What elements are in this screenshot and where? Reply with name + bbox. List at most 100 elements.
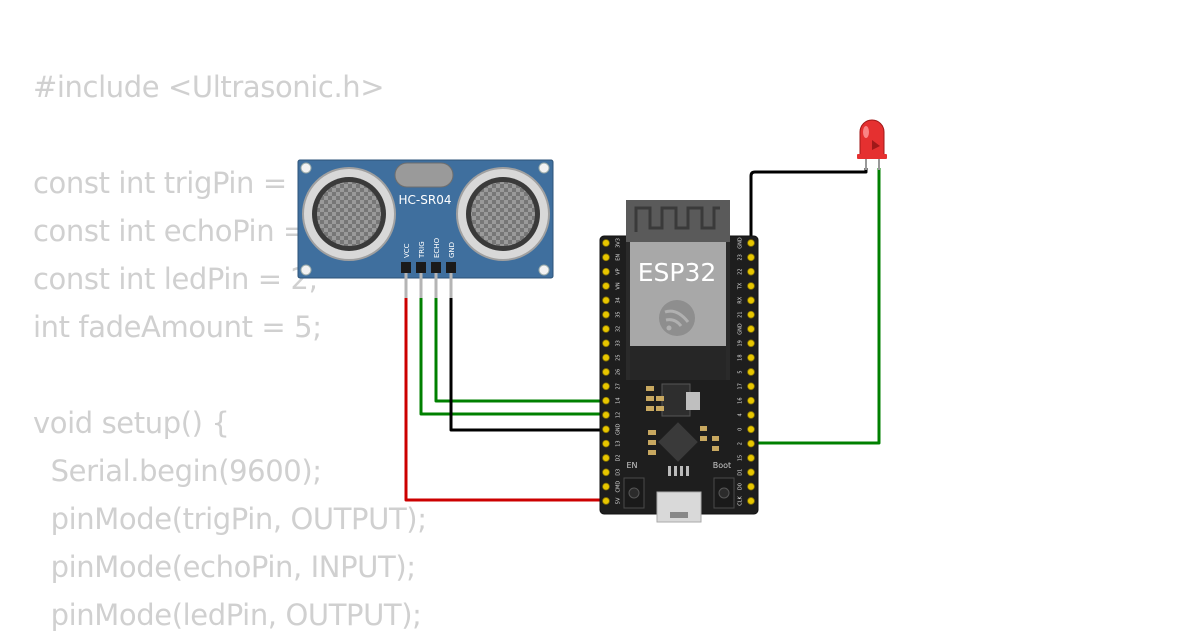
mount-hole-icon <box>538 162 550 174</box>
board-pin[interactable] <box>602 325 610 333</box>
en-button[interactable] <box>623 477 645 509</box>
code-line: Serial.begin(9600); <box>33 454 322 488</box>
echo-wire[interactable] <box>434 298 606 403</box>
board-pin[interactable] <box>602 296 610 305</box>
board-pin[interactable] <box>747 439 755 448</box>
board-pin-label: 18 <box>738 354 744 360</box>
board-pin-label: 34 <box>616 297 622 303</box>
regulator-chip <box>661 383 691 417</box>
board-pin-label: 33 <box>616 340 622 346</box>
code-line: int fadeAmount = 5; <box>33 310 322 344</box>
code-line: void setup() { <box>33 406 230 440</box>
led-cathode-wire[interactable] <box>749 168 868 243</box>
board-pin-label: D1 <box>738 469 744 476</box>
board-pin[interactable] <box>602 368 610 376</box>
red-led[interactable] <box>857 119 887 170</box>
board-pin[interactable] <box>747 239 755 247</box>
board-pin-label: 35 <box>616 311 622 317</box>
code-line: pinMode(ledPin, OUTPUT); <box>33 598 422 632</box>
board-pin[interactable] <box>747 454 755 462</box>
board-pin[interactable] <box>747 368 755 376</box>
board-pin-label: TX <box>738 282 744 290</box>
board-pin[interactable] <box>602 411 610 419</box>
board-pin[interactable] <box>602 382 610 391</box>
board-pin[interactable] <box>602 339 610 348</box>
board-pin[interactable] <box>747 482 755 491</box>
board-pin[interactable] <box>602 253 610 262</box>
board-pin[interactable] <box>747 411 755 419</box>
header-pin[interactable] <box>404 273 408 298</box>
mount-hole-icon <box>300 264 312 276</box>
board-pin[interactable] <box>602 310 610 319</box>
crystal-icon <box>394 162 454 188</box>
board-pin[interactable] <box>747 282 755 290</box>
board-pin[interactable] <box>602 396 610 405</box>
board-pins: 3V3ENVPVN343532332526271412GND13D2D3CMD5… <box>602 237 755 506</box>
header-socket <box>446 262 456 273</box>
board-pin[interactable] <box>747 382 755 391</box>
led-anode-wire[interactable] <box>751 168 881 445</box>
gnd-wire[interactable] <box>449 298 606 432</box>
board-pin[interactable] <box>602 267 610 276</box>
board-pin[interactable] <box>602 454 610 462</box>
board-pin[interactable] <box>747 425 755 434</box>
en-button-label: EN <box>626 461 637 470</box>
board-pin-label: 4 <box>738 413 744 416</box>
esp32-board[interactable]: ESP32 EN Boot <box>599 200 759 523</box>
board-pin[interactable] <box>602 468 610 477</box>
board-pin-label: 16 <box>738 397 744 403</box>
vcc-wire[interactable] <box>404 298 606 502</box>
board-pin[interactable] <box>602 282 610 290</box>
board-pin-label: GND <box>738 237 744 249</box>
sensor-headers <box>401 262 456 298</box>
trig-wire[interactable] <box>419 298 606 416</box>
transducer-icon <box>456 167 550 261</box>
wires <box>404 168 881 502</box>
board-pin[interactable] <box>747 396 755 405</box>
board-pin[interactable] <box>747 497 755 505</box>
board-pin[interactable] <box>747 353 755 362</box>
board-pin[interactable] <box>747 339 755 348</box>
board-pin-label: 21 <box>738 311 744 317</box>
board-pin-label: 5V <box>616 497 622 504</box>
board-pin-label: D2 <box>616 454 622 461</box>
regulator-tab <box>686 392 700 410</box>
board-pin-label: VN <box>616 282 622 289</box>
board-pin[interactable] <box>602 482 610 491</box>
boot-button-label: Boot <box>713 461 731 470</box>
board-pin-label: 23 <box>738 254 744 260</box>
board-pin[interactable] <box>747 296 755 305</box>
board-pin-label: 12 <box>616 412 622 418</box>
transducer-icon <box>302 167 396 261</box>
board-pin-label: RX <box>738 296 744 303</box>
header-pin[interactable] <box>449 273 453 298</box>
board-pin-label: 26 <box>616 369 622 375</box>
code-line: const int ledPin = 2; <box>33 262 318 296</box>
board-pin-label: CMD <box>616 481 622 493</box>
board-label: ESP32 <box>638 258 717 287</box>
board-pin[interactable] <box>747 253 755 262</box>
header-socket <box>431 262 441 273</box>
header-pin[interactable] <box>434 273 438 298</box>
boot-button[interactable] <box>713 477 735 509</box>
board-pin[interactable] <box>602 425 610 434</box>
board-pin[interactable] <box>747 310 755 319</box>
board-pin[interactable] <box>747 325 755 333</box>
board-pin[interactable] <box>602 497 610 505</box>
board-pin[interactable] <box>747 267 755 276</box>
micro-usb-port[interactable] <box>656 491 702 523</box>
board-pin-label: 17 <box>738 383 744 389</box>
board-pin[interactable] <box>602 353 610 362</box>
board-pin[interactable] <box>602 239 610 247</box>
board-pin[interactable] <box>747 468 755 477</box>
sensor-label: HC-SR04 <box>399 193 452 207</box>
header-pin[interactable] <box>419 273 423 298</box>
board-pin[interactable] <box>602 439 610 448</box>
antenna-icon <box>634 206 720 232</box>
board-pin-label: VP <box>616 268 622 274</box>
code-background: #include <Ultrasonic.h>const int trigPin… <box>33 63 427 639</box>
board-pin-label: 27 <box>616 383 622 389</box>
